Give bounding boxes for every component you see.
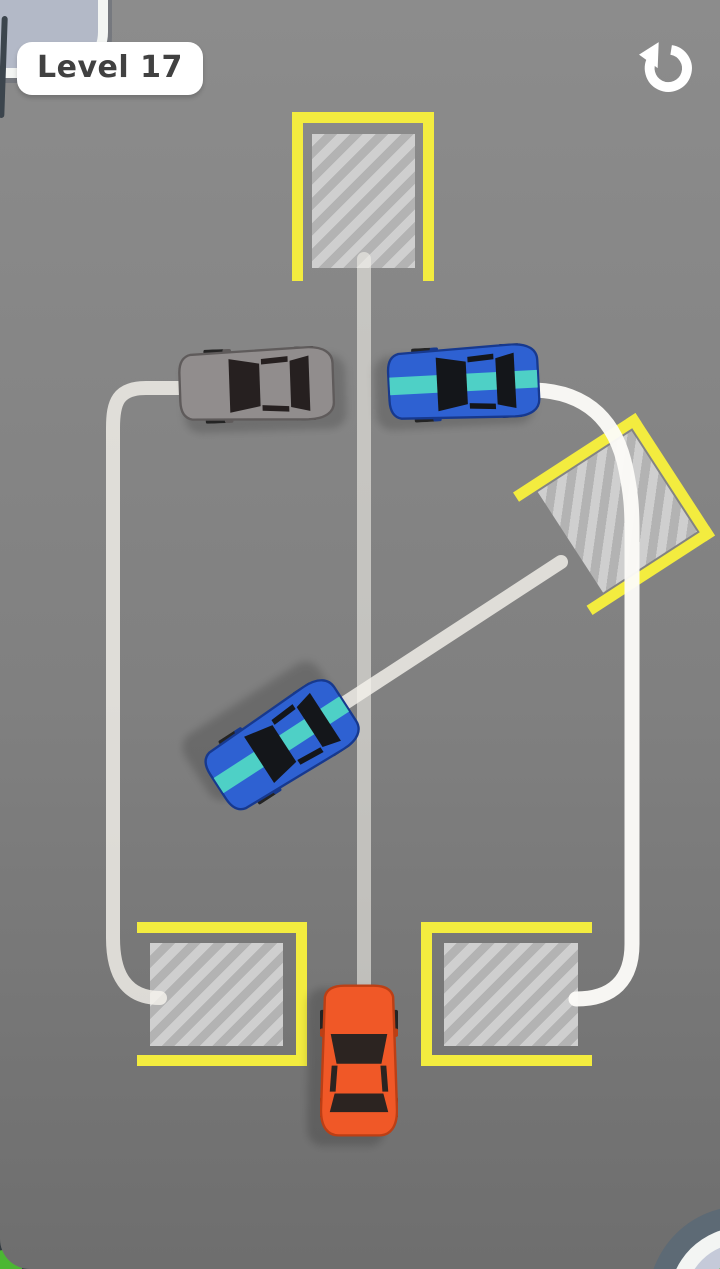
side-window-bottom: [297, 747, 324, 765]
side-window-top: [260, 356, 288, 365]
spot-stripes: [312, 134, 415, 268]
windshield: [228, 359, 261, 413]
car-top-view: [386, 343, 541, 423]
car-blue-middle[interactable]: [194, 670, 370, 821]
side-window-bottom: [262, 405, 290, 412]
spot-stripes: [150, 943, 283, 1046]
parking-spot-top[interactable]: [292, 112, 434, 281]
windshield: [330, 1034, 388, 1064]
parking-spot-bottom-right[interactable]: [421, 922, 592, 1066]
rear-window: [329, 1093, 389, 1113]
side-window-top: [271, 704, 296, 725]
side-window-bottom: [469, 403, 497, 410]
spot-stripes: [444, 943, 578, 1046]
restart-button[interactable]: [638, 34, 696, 98]
windshield: [435, 357, 468, 412]
level-badge: Level 17: [17, 42, 203, 95]
side-window-top: [380, 1065, 389, 1092]
windshield: [244, 725, 297, 783]
side-window-bottom: [329, 1065, 338, 1092]
bottom-right-roundabout-decor: [648, 1206, 720, 1269]
rear-window: [289, 355, 311, 411]
parking-spot-bottom-left[interactable]: [137, 922, 307, 1066]
car-blue-top[interactable]: [383, 342, 545, 424]
spot-bracket: [421, 922, 592, 1066]
car-orange[interactable]: [320, 982, 398, 1140]
car-top-view: [204, 679, 360, 811]
restart-icon: [639, 42, 692, 92]
rear-window: [495, 352, 517, 409]
car-gray[interactable]: [175, 345, 339, 425]
rear-window: [296, 692, 341, 747]
side-window-top: [467, 353, 494, 363]
spot-bracket: [292, 112, 434, 281]
car-top-view: [178, 346, 336, 424]
level-label: Level 17: [37, 50, 183, 85]
car-top-view: [320, 984, 398, 1137]
spot-bracket: [137, 922, 307, 1066]
